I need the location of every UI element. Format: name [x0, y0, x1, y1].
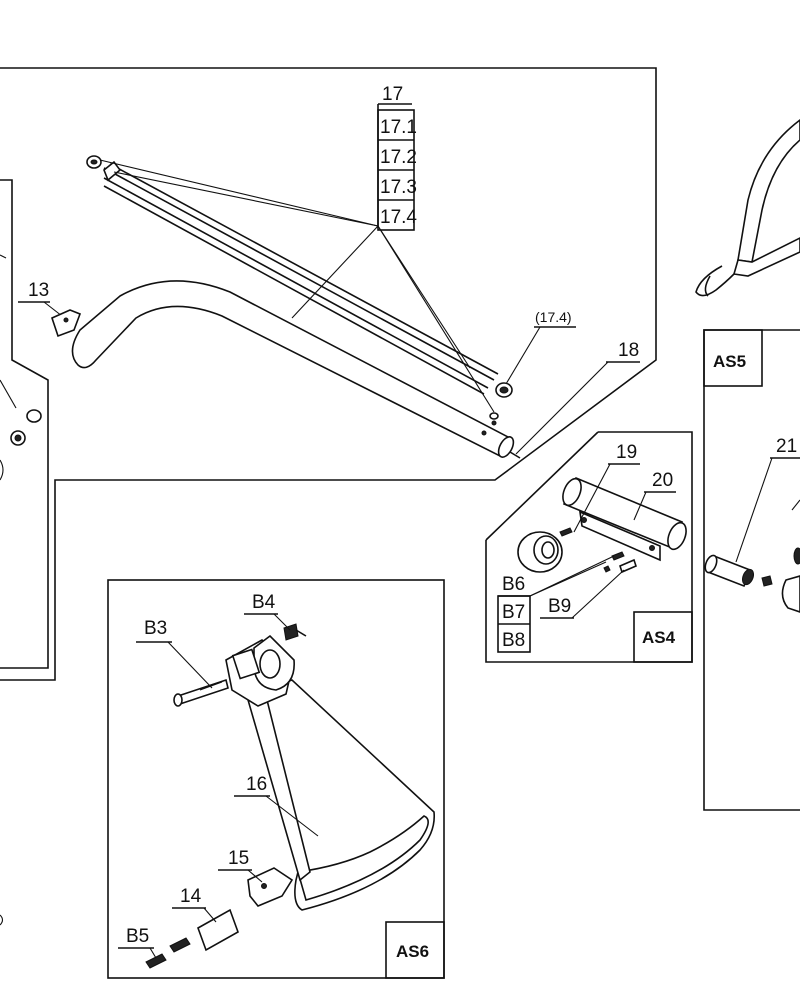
- label-17-4-ref-group: (17.4): [505, 309, 576, 385]
- label-as4: AS4: [642, 628, 676, 647]
- label-stack-17: 17 17.1 17.2 17.3 17.4: [377, 84, 417, 231]
- strap-fragment: [695, 118, 800, 297]
- label-b5: B5: [126, 926, 149, 947]
- label-21: 21: [776, 436, 797, 457]
- washer-17-4: [489, 382, 513, 420]
- label-15: 15: [228, 848, 249, 869]
- part-13: 13: [18, 280, 82, 338]
- panel-boom: [0, 67, 657, 681]
- label-as5: AS5: [713, 352, 746, 371]
- label-19: 19: [616, 442, 637, 463]
- label-17: 17: [382, 84, 403, 105]
- panel-left-partial: [0, 179, 49, 926]
- panel-as6: AS6 B3 B4 16 15: [107, 579, 445, 979]
- panel-as5: AS5 21: [703, 329, 800, 811]
- label-b9: B9: [548, 596, 571, 617]
- boom-tube: [71, 280, 521, 459]
- label-18-group: 18: [515, 340, 640, 455]
- label-b8: B8: [502, 630, 525, 651]
- label-17-1: 17.1: [380, 117, 417, 138]
- leaders-17: [99, 104, 495, 413]
- label-17-3: 17.3: [380, 177, 417, 198]
- label-17-4-ref: (17.4): [535, 309, 572, 325]
- label-b6: B6: [502, 574, 525, 595]
- label-16: 16: [246, 774, 267, 795]
- rod-set: [86, 155, 499, 395]
- label-13: 13: [28, 280, 49, 301]
- label-as6: AS6: [396, 942, 429, 961]
- label-b3: B3: [144, 618, 167, 639]
- label-18: 18: [618, 340, 639, 361]
- label-20: 20: [652, 470, 673, 491]
- label-b7: B7: [502, 602, 525, 623]
- label-14: 14: [180, 886, 202, 907]
- panel-as4: AS4 19 20 B6 B7 B8 B9: [485, 431, 693, 663]
- label-17-4: 17.4: [380, 207, 417, 228]
- label-17-2: 17.2: [380, 147, 417, 168]
- label-b4: B4: [252, 592, 276, 613]
